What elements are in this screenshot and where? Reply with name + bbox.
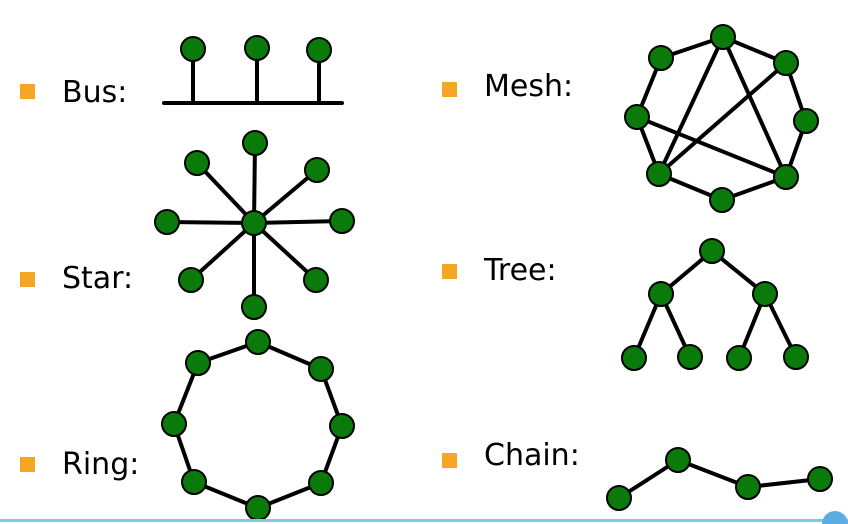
ring-node <box>185 350 211 376</box>
tree-root-node <box>699 238 725 264</box>
mesh-node <box>793 108 819 134</box>
mesh-topology <box>624 24 819 213</box>
label-chain: Chain: <box>484 438 580 473</box>
ring-node <box>245 495 271 521</box>
bus-topology <box>162 35 344 105</box>
tree-leaf-node <box>621 345 647 371</box>
mesh-node <box>709 187 735 213</box>
bullet-star <box>20 272 35 287</box>
star-node <box>154 209 180 235</box>
chain-node <box>807 466 833 492</box>
mesh-node <box>648 45 674 71</box>
tree-leaf-node <box>783 344 809 370</box>
star-node <box>242 130 268 156</box>
star-node <box>184 150 210 176</box>
ring-topology <box>161 329 355 521</box>
star-topology <box>154 130 355 320</box>
ring-node <box>308 470 334 496</box>
mesh-node <box>646 161 672 187</box>
mesh-node <box>773 164 799 190</box>
label-mesh: Mesh: <box>484 69 574 104</box>
bus-node <box>244 35 270 61</box>
mesh-node <box>624 104 650 130</box>
tree-leaf-node <box>677 344 703 370</box>
label-tree: Tree: <box>484 253 557 288</box>
bus-node <box>180 36 206 62</box>
star-node <box>241 294 267 320</box>
label-bus: Bus: <box>62 75 128 110</box>
label-star: Star: <box>62 261 134 296</box>
ring-node <box>181 469 207 495</box>
chain-topology <box>606 447 833 511</box>
tree-leaf-node <box>726 345 752 371</box>
ring-node <box>161 411 187 437</box>
chain-node <box>606 485 632 511</box>
star-hub-node <box>241 210 267 236</box>
bullet-ring <box>20 457 35 472</box>
star-node <box>329 208 355 234</box>
star-node <box>303 267 329 293</box>
star-node <box>304 157 330 183</box>
tree-node <box>648 281 674 307</box>
bullet-tree <box>442 264 457 279</box>
bottom-rule <box>0 519 848 522</box>
mesh-node <box>710 24 736 50</box>
label-ring: Ring: <box>62 447 140 482</box>
mesh-node <box>773 50 799 76</box>
bullet-chain <box>442 453 457 468</box>
tree-node <box>752 281 778 307</box>
ring-node <box>308 356 334 382</box>
bullet-bus <box>20 84 35 99</box>
ring-node <box>329 413 355 439</box>
bullet-mesh <box>442 82 457 97</box>
corner-dot <box>822 511 848 524</box>
star-node <box>178 267 204 293</box>
chain-node <box>665 447 691 473</box>
bus-node <box>306 37 332 63</box>
ring-node <box>245 329 271 355</box>
tree-topology <box>621 238 809 371</box>
chain-node <box>735 474 761 500</box>
